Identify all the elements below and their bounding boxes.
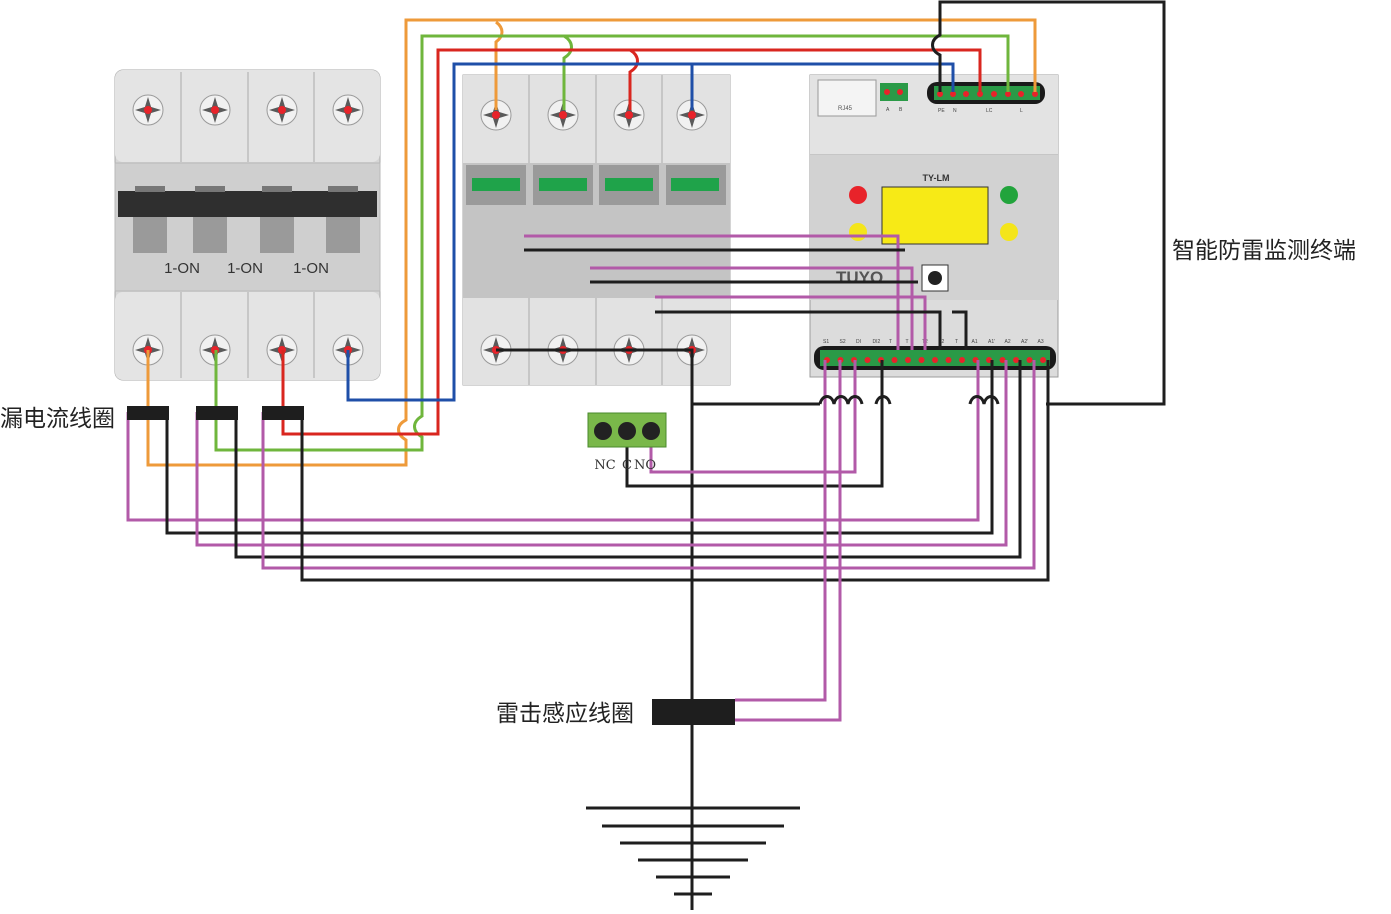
status-led-left bbox=[849, 223, 867, 241]
terminal-label: 智能防雷监测终端 bbox=[1172, 238, 1356, 264]
breaker-top-screw-2 bbox=[199, 94, 231, 126]
signal-terminal-label: T bbox=[955, 339, 958, 345]
leakage-coil-label: 漏电流线圈 bbox=[0, 406, 115, 432]
relay-no-label: NO bbox=[634, 458, 656, 473]
power-pin bbox=[1005, 91, 1011, 97]
signal-terminal-label: A2 bbox=[1005, 339, 1011, 345]
alarm-led bbox=[849, 186, 867, 204]
signal-pin bbox=[1040, 357, 1046, 363]
device-model: TY-LM bbox=[923, 173, 950, 183]
breaker-top-screw-4 bbox=[332, 94, 364, 126]
signal-terminal-label: T2 bbox=[939, 339, 945, 345]
ground-symbol bbox=[586, 806, 800, 896]
signal-terminal-label: DI bbox=[856, 339, 861, 345]
run-led bbox=[1000, 186, 1018, 204]
circuit-breaker: 1-ON 1-ON 1-ON bbox=[114, 69, 381, 381]
spd-window-2 bbox=[539, 178, 587, 191]
signal-terminal-label: A2' bbox=[1021, 339, 1028, 345]
signal-terminal-label: S1 bbox=[823, 339, 829, 345]
signal-terminal-label: T bbox=[906, 339, 909, 345]
signal-wires bbox=[126, 234, 1050, 910]
rj45-port[interactable] bbox=[817, 79, 877, 117]
pole-label-3: 1-ON bbox=[293, 260, 329, 277]
pole-label-2: 1-ON bbox=[227, 260, 263, 277]
lightning-coil-label: 雷击感应线圈 bbox=[496, 701, 634, 727]
relay-output-terminal: NC C NO bbox=[587, 412, 667, 473]
term-label-l: L bbox=[1020, 108, 1023, 114]
signal-pin bbox=[891, 357, 898, 363]
signal-terminal-label: A1 bbox=[972, 339, 978, 345]
signal-terminal-label: DI2 bbox=[873, 339, 881, 345]
term-label-b: B bbox=[899, 107, 903, 113]
term-label-n: N bbox=[953, 108, 957, 114]
signal-terminal-label: T bbox=[889, 339, 892, 345]
monitoring-terminal: RJ45 A B PE N LC L TY-LM TUYO S1 S2 DI DI2 T… bbox=[809, 74, 1059, 378]
power-pin bbox=[937, 91, 943, 97]
power-pin bbox=[963, 91, 969, 97]
brand-logo: TUYO bbox=[836, 268, 883, 287]
rj45-label: RJ45 bbox=[838, 106, 853, 112]
breaker-top-screw-1 bbox=[132, 94, 164, 126]
rs485-terminal bbox=[880, 83, 908, 101]
signal-pin bbox=[999, 357, 1006, 363]
power-pin bbox=[991, 91, 997, 97]
signal-pin bbox=[932, 357, 938, 363]
spd-window-4 bbox=[671, 178, 719, 191]
term-label-pe: PE bbox=[938, 108, 945, 114]
relay-c-label: C bbox=[622, 458, 632, 473]
power-pin bbox=[1032, 91, 1038, 97]
spd-top-screw-1 bbox=[480, 99, 512, 131]
supply-wires bbox=[146, 0, 1166, 467]
power-pin bbox=[950, 91, 956, 97]
power-pin bbox=[1018, 91, 1024, 97]
crossing-loops bbox=[818, 395, 1000, 405]
surge-protector bbox=[462, 74, 731, 386]
pole-label-1: 1-ON bbox=[164, 260, 200, 277]
leakage-current-coils bbox=[127, 406, 304, 420]
lightning-induction-coil bbox=[652, 699, 735, 725]
signal-pin bbox=[905, 357, 911, 363]
spd-window-3 bbox=[605, 178, 653, 191]
signal-pin bbox=[1013, 357, 1019, 363]
signal-pin bbox=[1026, 357, 1033, 363]
term-label-lc: LC bbox=[986, 108, 993, 114]
signal-terminal-label: A3 bbox=[1038, 339, 1044, 345]
lcd-display bbox=[881, 186, 989, 245]
breaker-top-screw-3 bbox=[266, 94, 298, 126]
term-label-a: A bbox=[886, 107, 890, 113]
signal-pin bbox=[918, 357, 925, 363]
spd-window-1 bbox=[472, 178, 520, 191]
breaker-handle-bar[interactable] bbox=[118, 191, 377, 217]
power-pin bbox=[977, 91, 983, 97]
signal-pin bbox=[959, 357, 965, 363]
status-led-right bbox=[1000, 223, 1018, 241]
relay-nc-label: NC bbox=[594, 458, 615, 473]
signal-terminal-label: A1' bbox=[988, 339, 995, 345]
signal-pin bbox=[864, 357, 871, 363]
signal-terminal-label: S2 bbox=[840, 339, 846, 345]
signal-pin bbox=[945, 357, 952, 363]
spd-top-screw-4 bbox=[676, 99, 708, 131]
